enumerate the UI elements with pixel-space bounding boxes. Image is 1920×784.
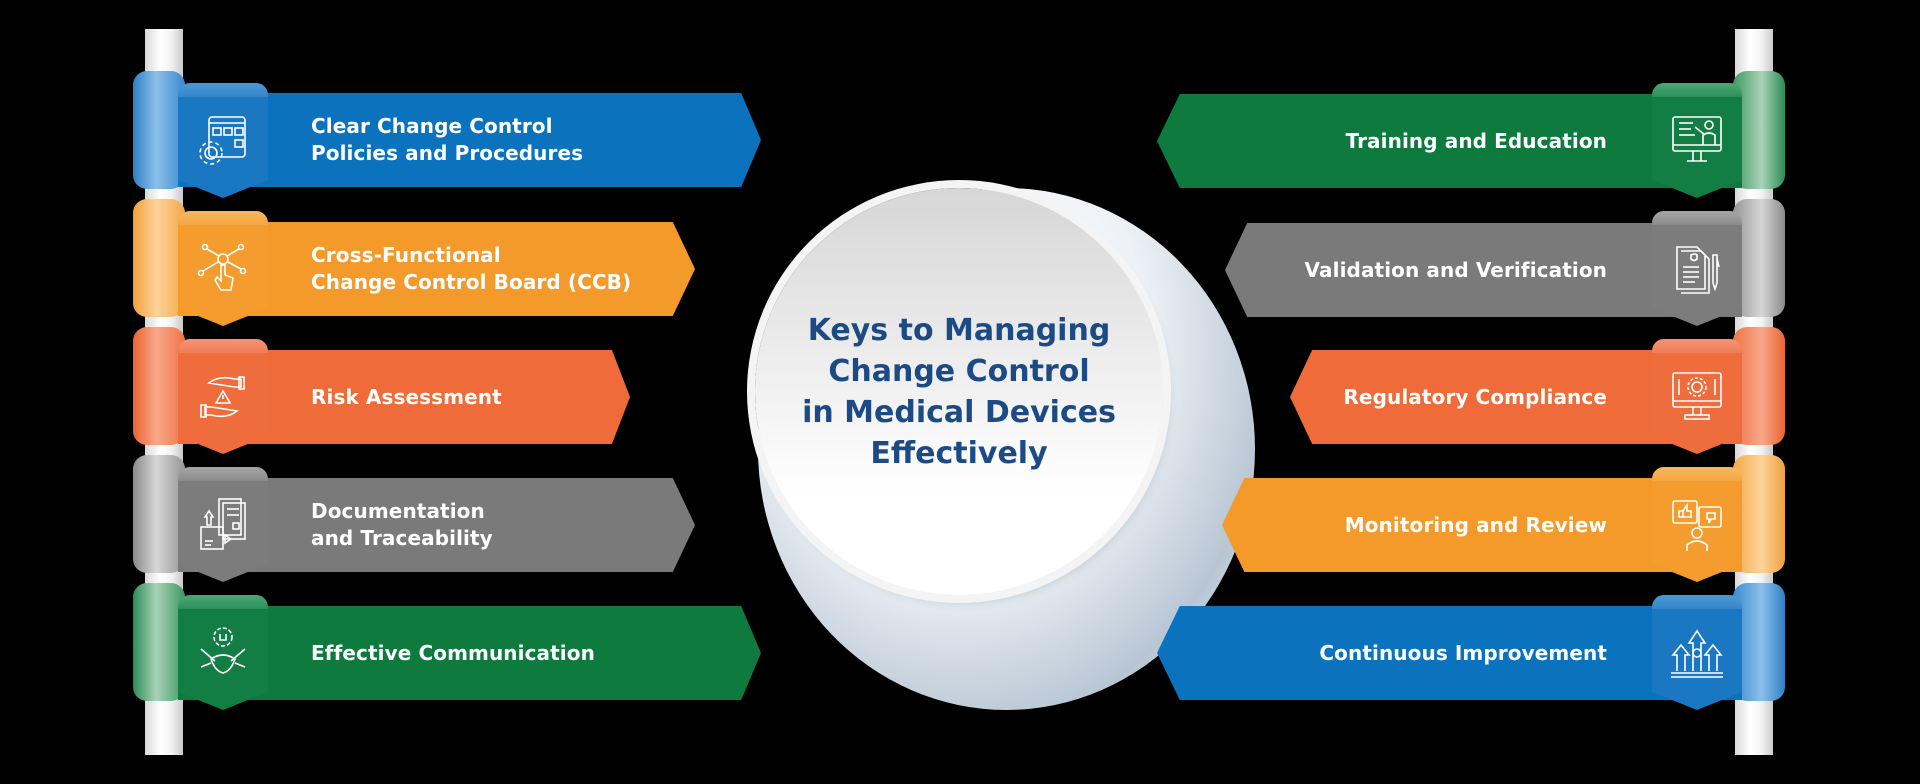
banner-label: Clear Change Control Policies and Proced… [311, 114, 584, 165]
icon-panel [1652, 211, 1742, 326]
right-banner-training: Training and Education [1157, 94, 1742, 188]
banner-label: Validation and Verification [1304, 257, 1607, 282]
icon-panel [178, 211, 268, 326]
banner-label: Cross-Functional Change Control Board (C… [311, 243, 632, 294]
diagram-title: Keys to Managing Change Control in Medic… [802, 313, 1116, 471]
icon-panel [1652, 83, 1742, 198]
center-circle [755, 188, 1163, 595]
banner-label: Regulatory Compliance [1343, 384, 1607, 409]
document-pen-icon [1676, 246, 1720, 294]
handshake-gear-icon [200, 627, 246, 674]
icon-panel [1652, 595, 1742, 710]
hands-warning-icon [200, 376, 245, 418]
icon-panel [178, 595, 268, 710]
folder-gear-icon [199, 116, 246, 165]
network-hand-icon [197, 243, 247, 291]
ribbon-wrap [133, 583, 185, 701]
banner-label: Monitoring and Review [1344, 512, 1607, 537]
left-banner-communication: Effective Communication [178, 606, 761, 700]
documents-transfer-icon [200, 498, 246, 550]
feedback-person-icon [1672, 500, 1722, 551]
icon-panel [1652, 339, 1742, 454]
growth-arrows-icon [1671, 629, 1723, 678]
banner-label: Training and Education [1345, 128, 1607, 153]
icon-panel [178, 83, 268, 198]
right-banner-improvement: Continuous Improvement [1157, 606, 1742, 700]
left-banner-policies: Clear Change Control Policies and Proced… [178, 93, 761, 187]
banner-label: Continuous Improvement [1319, 640, 1607, 665]
ribbon-wrap [133, 71, 185, 189]
banner-label: Effective Communication [311, 640, 595, 665]
monitor-gear-icon [1672, 372, 1722, 420]
ribbon-wrap [133, 327, 185, 445]
monitor-teacher-icon [1672, 116, 1722, 162]
banner-label: Risk Assessment [311, 384, 502, 409]
icon-panel [178, 339, 268, 454]
ribbon-wrap [133, 455, 185, 573]
icon-panel [1652, 467, 1742, 582]
banner-label: Documentation and Traceability [311, 499, 493, 550]
icon-panel [178, 467, 268, 582]
ribbon-wrap [133, 199, 185, 317]
